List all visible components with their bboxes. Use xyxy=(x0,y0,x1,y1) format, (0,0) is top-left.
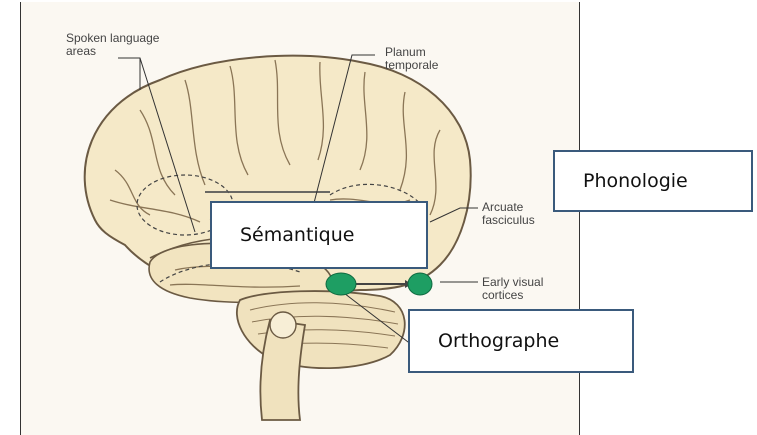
orthographe-box: Orthographe xyxy=(408,309,634,373)
semantique-label: Sémantique xyxy=(240,224,354,246)
visual-node-left xyxy=(326,273,356,295)
label-spoken-language-areas: Spoken language areas xyxy=(66,32,159,58)
semantique-box: Sémantique xyxy=(210,201,428,269)
label-early-visual-cortices: Early visual cortices xyxy=(482,276,543,302)
pons xyxy=(270,312,296,338)
label-planum-temporale: Planum temporale xyxy=(385,46,438,72)
label-arcuate-fasciculus: Arcuate fasciculus xyxy=(482,201,535,227)
phonologie-box: Phonologie xyxy=(553,150,753,212)
phonologie-label: Phonologie xyxy=(583,170,688,192)
orthographe-label: Orthographe xyxy=(438,330,559,352)
visual-node-right xyxy=(408,273,432,295)
